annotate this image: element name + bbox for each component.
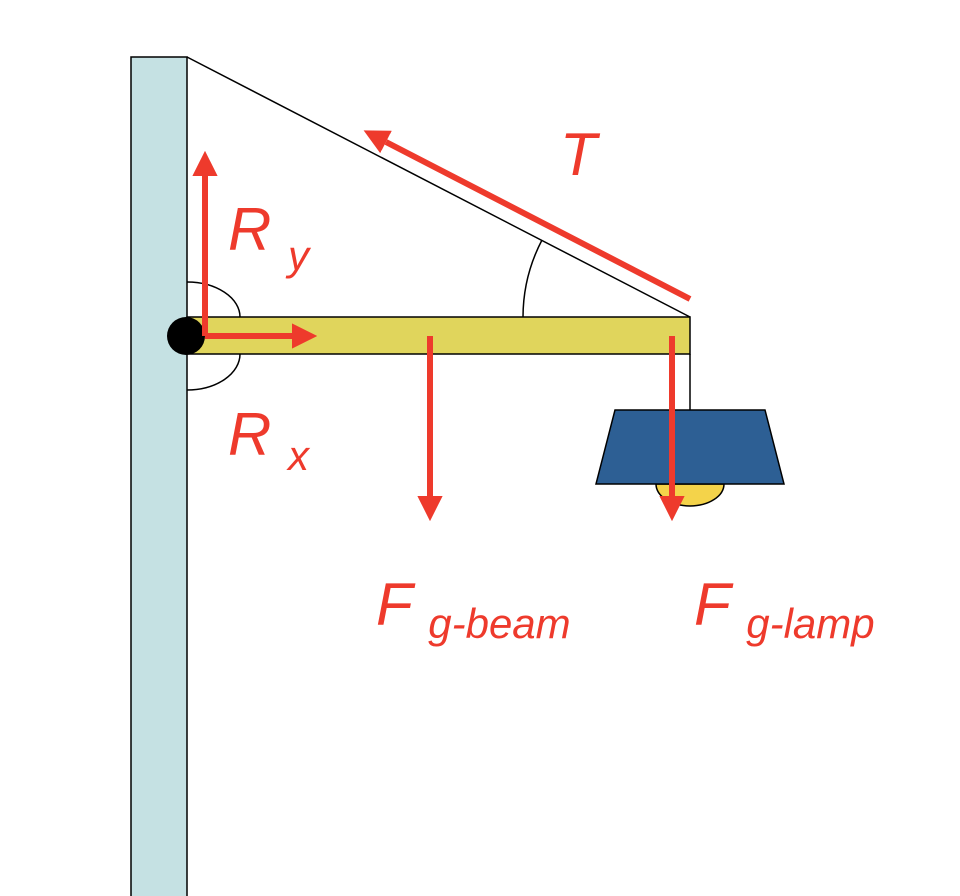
fg-lamp-label: F g-lamp [694, 571, 875, 647]
cable-angle-arc [522, 239, 543, 318]
rx-label-main: R [228, 401, 271, 468]
fg-beam-label: F g-beam [376, 571, 571, 647]
hinge-upper-arc [186, 281, 241, 318]
fg-beam-label-sub: g-beam [428, 600, 570, 647]
hinge-pin [167, 317, 205, 355]
support-cable [186, 56, 691, 318]
fg-beam-label-main: F [376, 571, 416, 638]
ry-label-main: R [228, 196, 271, 263]
lampshade [595, 409, 785, 485]
tension-label: T [560, 121, 601, 188]
fg-lamp-label-sub: g-lamp [746, 600, 874, 647]
ry-label-sub: y [285, 232, 312, 279]
rx-label-sub: x [286, 432, 311, 479]
rx-label: R x [228, 401, 311, 479]
tension-arrow [363, 130, 692, 302]
lamp-bulb [655, 483, 725, 507]
ry-label: R y [228, 196, 312, 279]
fg-lamp-label-main: F [694, 571, 734, 638]
hinge-lower-arc [186, 353, 241, 391]
wall [130, 56, 188, 896]
